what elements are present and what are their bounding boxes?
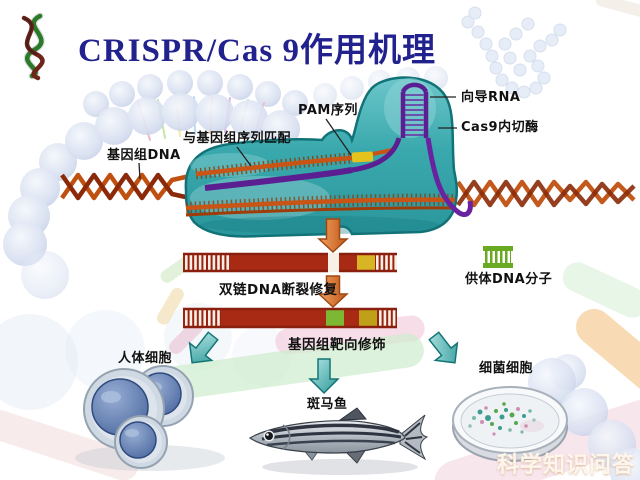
orange-down-arrow-2 [317, 275, 349, 309]
label-genome-match: 与基因组序列匹配 [183, 131, 292, 146]
label-dsb-repair: 双链DNA断裂修复 [219, 282, 338, 298]
teal-arrow-middle [308, 358, 340, 395]
background-dna-helix [3, 66, 448, 299]
dna-logo-icon [21, 12, 45, 81]
guide-rna-strand [204, 82, 473, 217]
page-title: CRISPR/Cas 9作用机理 [78, 33, 436, 69]
label-genome-targeting: 基因组靶向修饰 [288, 337, 386, 353]
orange-down-arrow-1 [317, 218, 349, 254]
background-bead-cluster [461, 6, 567, 99]
pam-site [351, 151, 374, 163]
watermark: 科学知识问答 [497, 453, 636, 478]
dna-bar-broken [183, 252, 397, 273]
genomic-dna-strand [60, 172, 636, 208]
label-donor-dna: 供体DNA分子 [465, 272, 553, 287]
donor-dna-icon [483, 246, 513, 268]
human-cells-illustration [75, 365, 225, 471]
label-pam-sequence: PAM序列 [298, 103, 358, 118]
pointer-lines [138, 96, 457, 180]
label-human-cells: 人体细胞 [118, 351, 173, 366]
label-cas9-endonuclease: Cas9内切酶 [461, 120, 539, 135]
dna-bar-repaired [183, 307, 397, 329]
label-guide-rna: 向导RNA [461, 90, 521, 105]
label-zebrafish: 斑马鱼 [307, 397, 348, 412]
target-dna-and-guide-rna [185, 82, 473, 217]
label-genomic-dna: 基因组DNA [107, 148, 181, 163]
label-bacteria-cells: 细菌细胞 [479, 361, 534, 376]
teal-arrow-right [428, 331, 459, 364]
teal-arrow-left [188, 331, 219, 364]
zebrafish-illustration [248, 407, 429, 475]
petri-dish-illustration [452, 386, 568, 462]
